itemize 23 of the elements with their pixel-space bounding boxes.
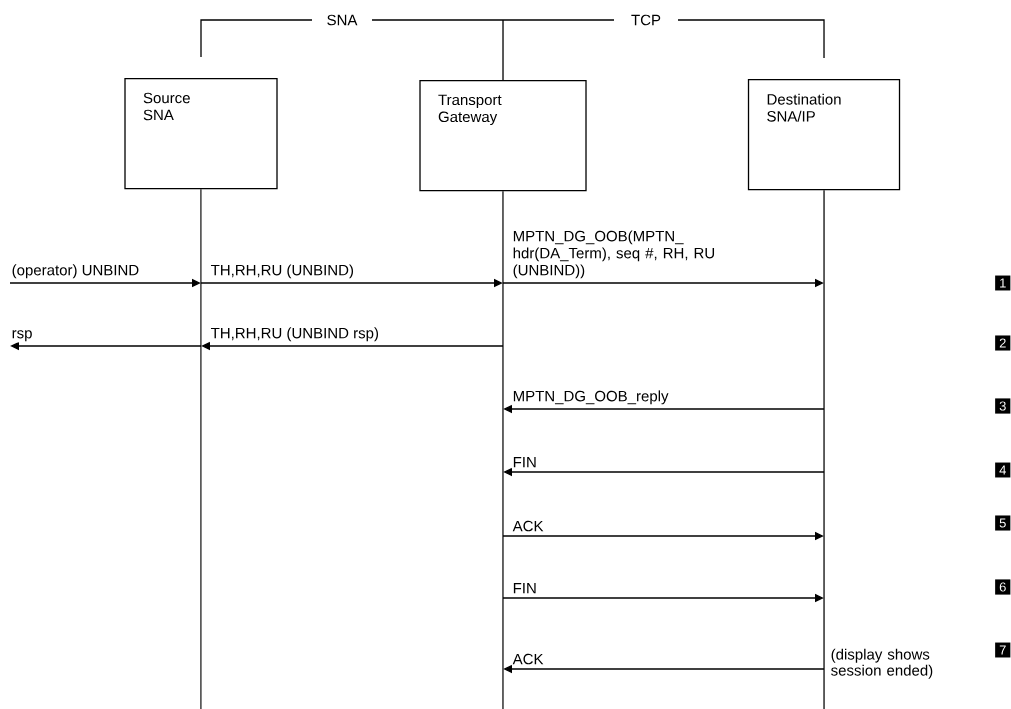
message-label: TH,RH,RU (UNBIND rsp) xyxy=(211,327,378,342)
message-label: ACK xyxy=(512,653,544,665)
message-label: TH,RH,RU (UNBIND) xyxy=(211,264,353,279)
participant-box: Destination SNA/IP xyxy=(747,79,901,191)
step-number: 7 xyxy=(995,642,1011,658)
message-label: (operator) UNBIND xyxy=(12,264,139,279)
note-text: (display shows session ended) xyxy=(831,648,933,679)
network-label: SNA xyxy=(327,14,358,26)
step-number: 1 xyxy=(995,275,1011,291)
participant-box: Transport Gateway xyxy=(419,80,587,192)
step-number: 6 xyxy=(995,579,1011,595)
step-number: 3 xyxy=(995,398,1011,414)
network-label: TCP xyxy=(631,14,661,26)
message-label: rsp xyxy=(12,330,32,342)
step-number: 5 xyxy=(995,515,1011,531)
message-label: FIN xyxy=(513,583,536,594)
message-label: MPTN_DG_OOB(MPTN_ hdr(DA_Term), seq #, RH, RU (UNBIND)) xyxy=(513,230,714,279)
step-number: 2 xyxy=(995,335,1011,351)
step-number: 4 xyxy=(995,462,1011,478)
participant-box: Source SNA xyxy=(124,78,278,190)
message-label: ACK xyxy=(512,520,544,532)
message-label: MPTN_DG_OOB_reply xyxy=(513,390,669,405)
message-label: FIN xyxy=(513,457,536,468)
